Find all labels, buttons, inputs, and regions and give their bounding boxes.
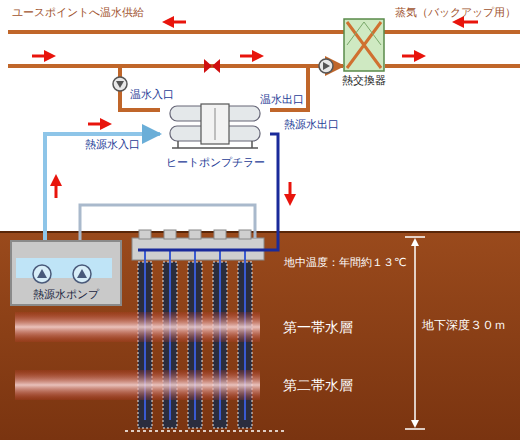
heat-exchanger-art: [343, 18, 385, 72]
well-bottom-line: [125, 430, 285, 432]
node-label: ヒートポンプチラー: [166, 156, 265, 169]
aquifer-band: [15, 312, 260, 342]
heat-exchanger: 熱交換器: [343, 18, 385, 72]
heat-source-return-pipe: [80, 205, 255, 240]
node-label: 熱源水ポンプ: [33, 288, 99, 301]
hot-water-return-pipe: [8, 64, 308, 68]
pit-covers: [139, 230, 251, 239]
steam-pipe: [385, 64, 520, 68]
inlet-label: 温水入口: [130, 88, 174, 101]
heat-source-pump-tank: 熱源水ポンプ: [10, 240, 122, 306]
node-label: 熱交換器: [342, 74, 386, 87]
ground-temperature-label: 地中温度：年間約１３℃: [284, 256, 406, 269]
heat-source-outlet-pipe: [138, 134, 278, 250]
outlet-label: 熱源水出口: [284, 118, 339, 131]
depth-label: 地下深度３０ｍ: [422, 318, 506, 332]
aquifer-band: [15, 370, 260, 400]
chiller-body: [170, 104, 260, 148]
pump-symbol: [319, 59, 333, 73]
node-label: 第二帯水層: [283, 377, 353, 394]
hot-water-supply-pipe: [8, 30, 520, 34]
exchanger-body: [344, 19, 384, 71]
heat-source-inlet-pipe: [45, 134, 160, 240]
pipe-label: 温水出口: [260, 93, 304, 106]
flow-arrows: [32, 22, 478, 200]
exchanger-cross: [347, 22, 381, 68]
exchanger-lines: [347, 22, 381, 45]
valve-symbol: [204, 59, 220, 73]
pipe-label: 熱源水入口: [85, 138, 140, 151]
depth-indicator: [405, 237, 425, 429]
node-label: 第一帯水層: [283, 319, 353, 336]
tank-body: [16, 258, 112, 283]
aquifer-layer: 第二帯水層: [15, 370, 395, 400]
heat-pump-chiller: ヒートポンプチラー: [160, 104, 270, 172]
pump-symbol: [113, 77, 127, 91]
steam-label: 蒸気（バックアップ用）: [395, 6, 516, 19]
ground-surface: [0, 231, 520, 233]
ground: [0, 232, 520, 440]
supply-label: ユースポイントへ温水供給: [12, 6, 144, 19]
aquifer-layer: 第一帯水層: [15, 312, 395, 342]
